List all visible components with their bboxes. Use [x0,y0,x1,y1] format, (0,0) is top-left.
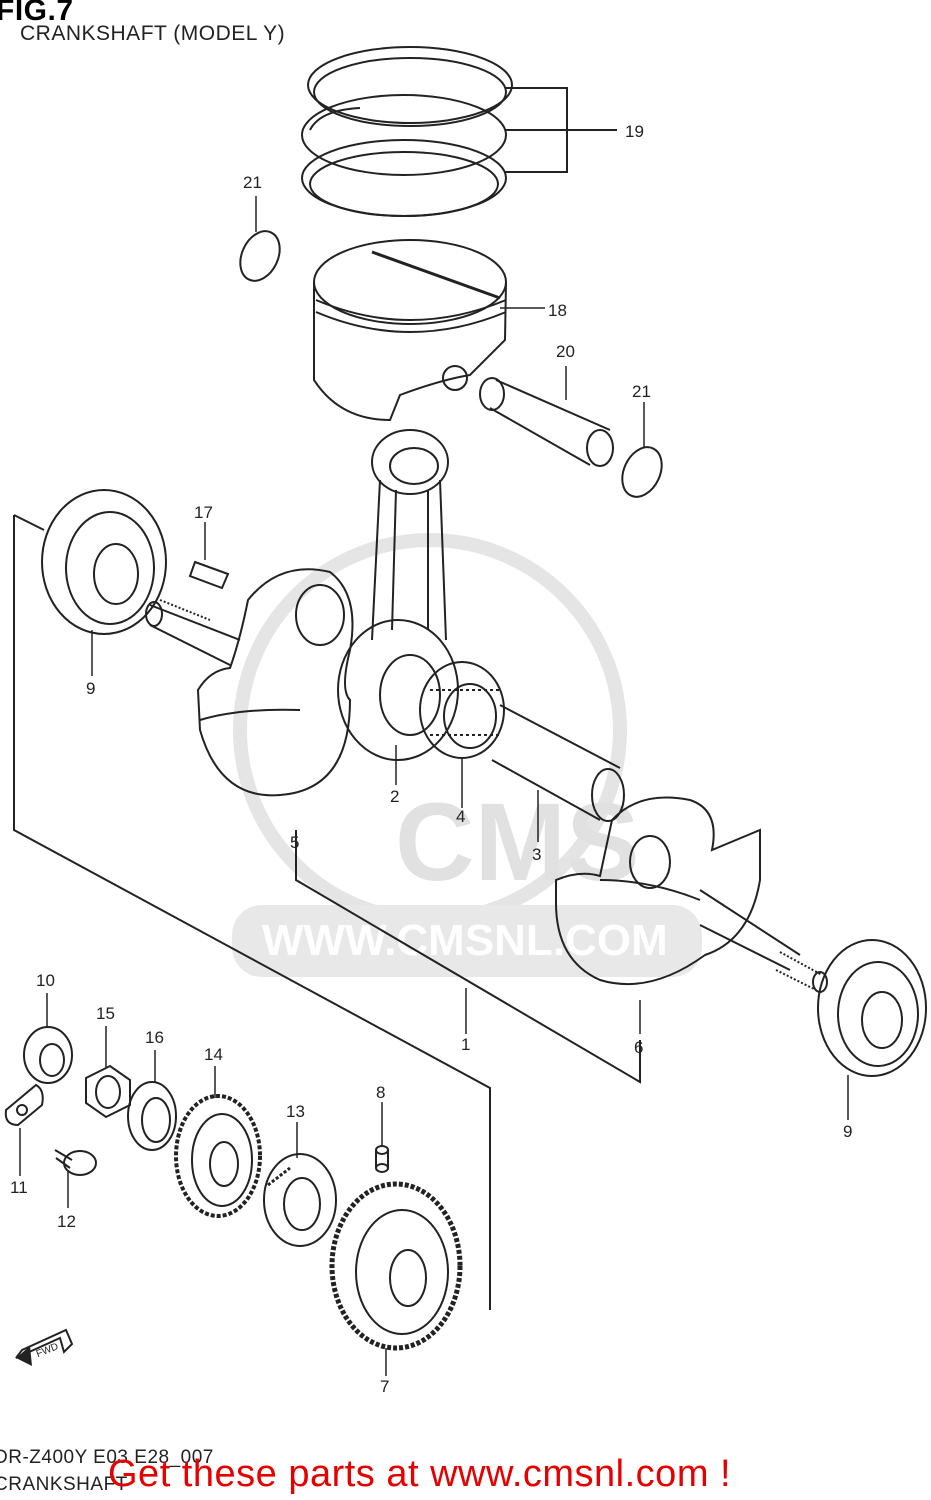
gear-14 [174,1094,262,1218]
watermark-brand: CMS [395,781,639,904]
callout-17: 17 [194,503,213,522]
crank-pin [491,704,625,822]
callout-12: 12 [57,1212,76,1231]
callout-1: 1 [461,1035,470,1054]
crank-shaft-right [699,889,828,993]
circlip-lower [621,446,663,498]
callout-2: 2 [390,787,399,806]
crank-frame [295,830,641,1084]
piston-pin [479,377,614,467]
assembly-frame [13,514,491,1310]
crank-web-right [554,796,761,986]
connecting-rod [337,429,459,761]
callout-9-left: 9 [86,679,95,698]
callout-3: 3 [532,845,541,864]
callout-4: 4 [456,807,465,826]
bearing-left [41,489,167,635]
callout-13: 13 [286,1102,305,1121]
callout-21-lower: 21 [632,382,651,401]
woodruff-key [188,560,230,590]
forward-arrow: FWD [15,1328,74,1366]
callout-18: 18 [548,301,567,320]
piston [313,239,507,422]
bolt-12 [54,1149,97,1176]
diagram-section: CRANKSHAFT [0,1474,128,1495]
callout-6: 6 [634,1038,643,1057]
crank-shaft-left [145,599,241,666]
callout-16: 16 [145,1028,164,1047]
callout-20: 20 [556,342,575,361]
gear-13 [263,1153,337,1247]
watermark-url: WWW.CMSNL.COM [262,916,668,965]
callout-19: 19 [625,122,644,141]
callout-7: 7 [380,1377,389,1396]
diagram-code: DR-Z400Y E03 E28_007 [0,1447,214,1468]
leader-lines [19,196,849,1376]
figure-number: FIG.7 [0,0,74,27]
circlip-upper [239,230,281,282]
dowel-pin-8 [375,1145,389,1173]
callout-14: 14 [204,1045,223,1064]
needle-bearing [419,661,505,759]
callout-10: 10 [36,971,55,990]
callout-9-right: 9 [843,1122,852,1141]
bearing-right [817,939,927,1077]
washer-16 [127,1081,177,1151]
callout-5: 5 [290,833,299,852]
piston-ring-set [301,46,513,217]
plate-11 [4,1083,44,1127]
shop-banner-link[interactable]: Get these parts at www.cmsnl.com ! [108,1453,732,1495]
cms-watermark: CMS WWW.CMSNL.COM [232,533,702,977]
crank-web-left [196,568,354,797]
bracket-19 [505,87,617,173]
spacer-10 [23,1026,73,1084]
gear-7 [329,1181,463,1351]
nut-15 [85,1064,131,1119]
callout-8: 8 [376,1083,385,1102]
callout-21-upper: 21 [243,173,262,192]
figure-subtitle: CRANKSHAFT (MODEL Y) [20,22,286,45]
callout-11: 11 [10,1178,28,1197]
callout-15: 15 [96,1004,115,1023]
